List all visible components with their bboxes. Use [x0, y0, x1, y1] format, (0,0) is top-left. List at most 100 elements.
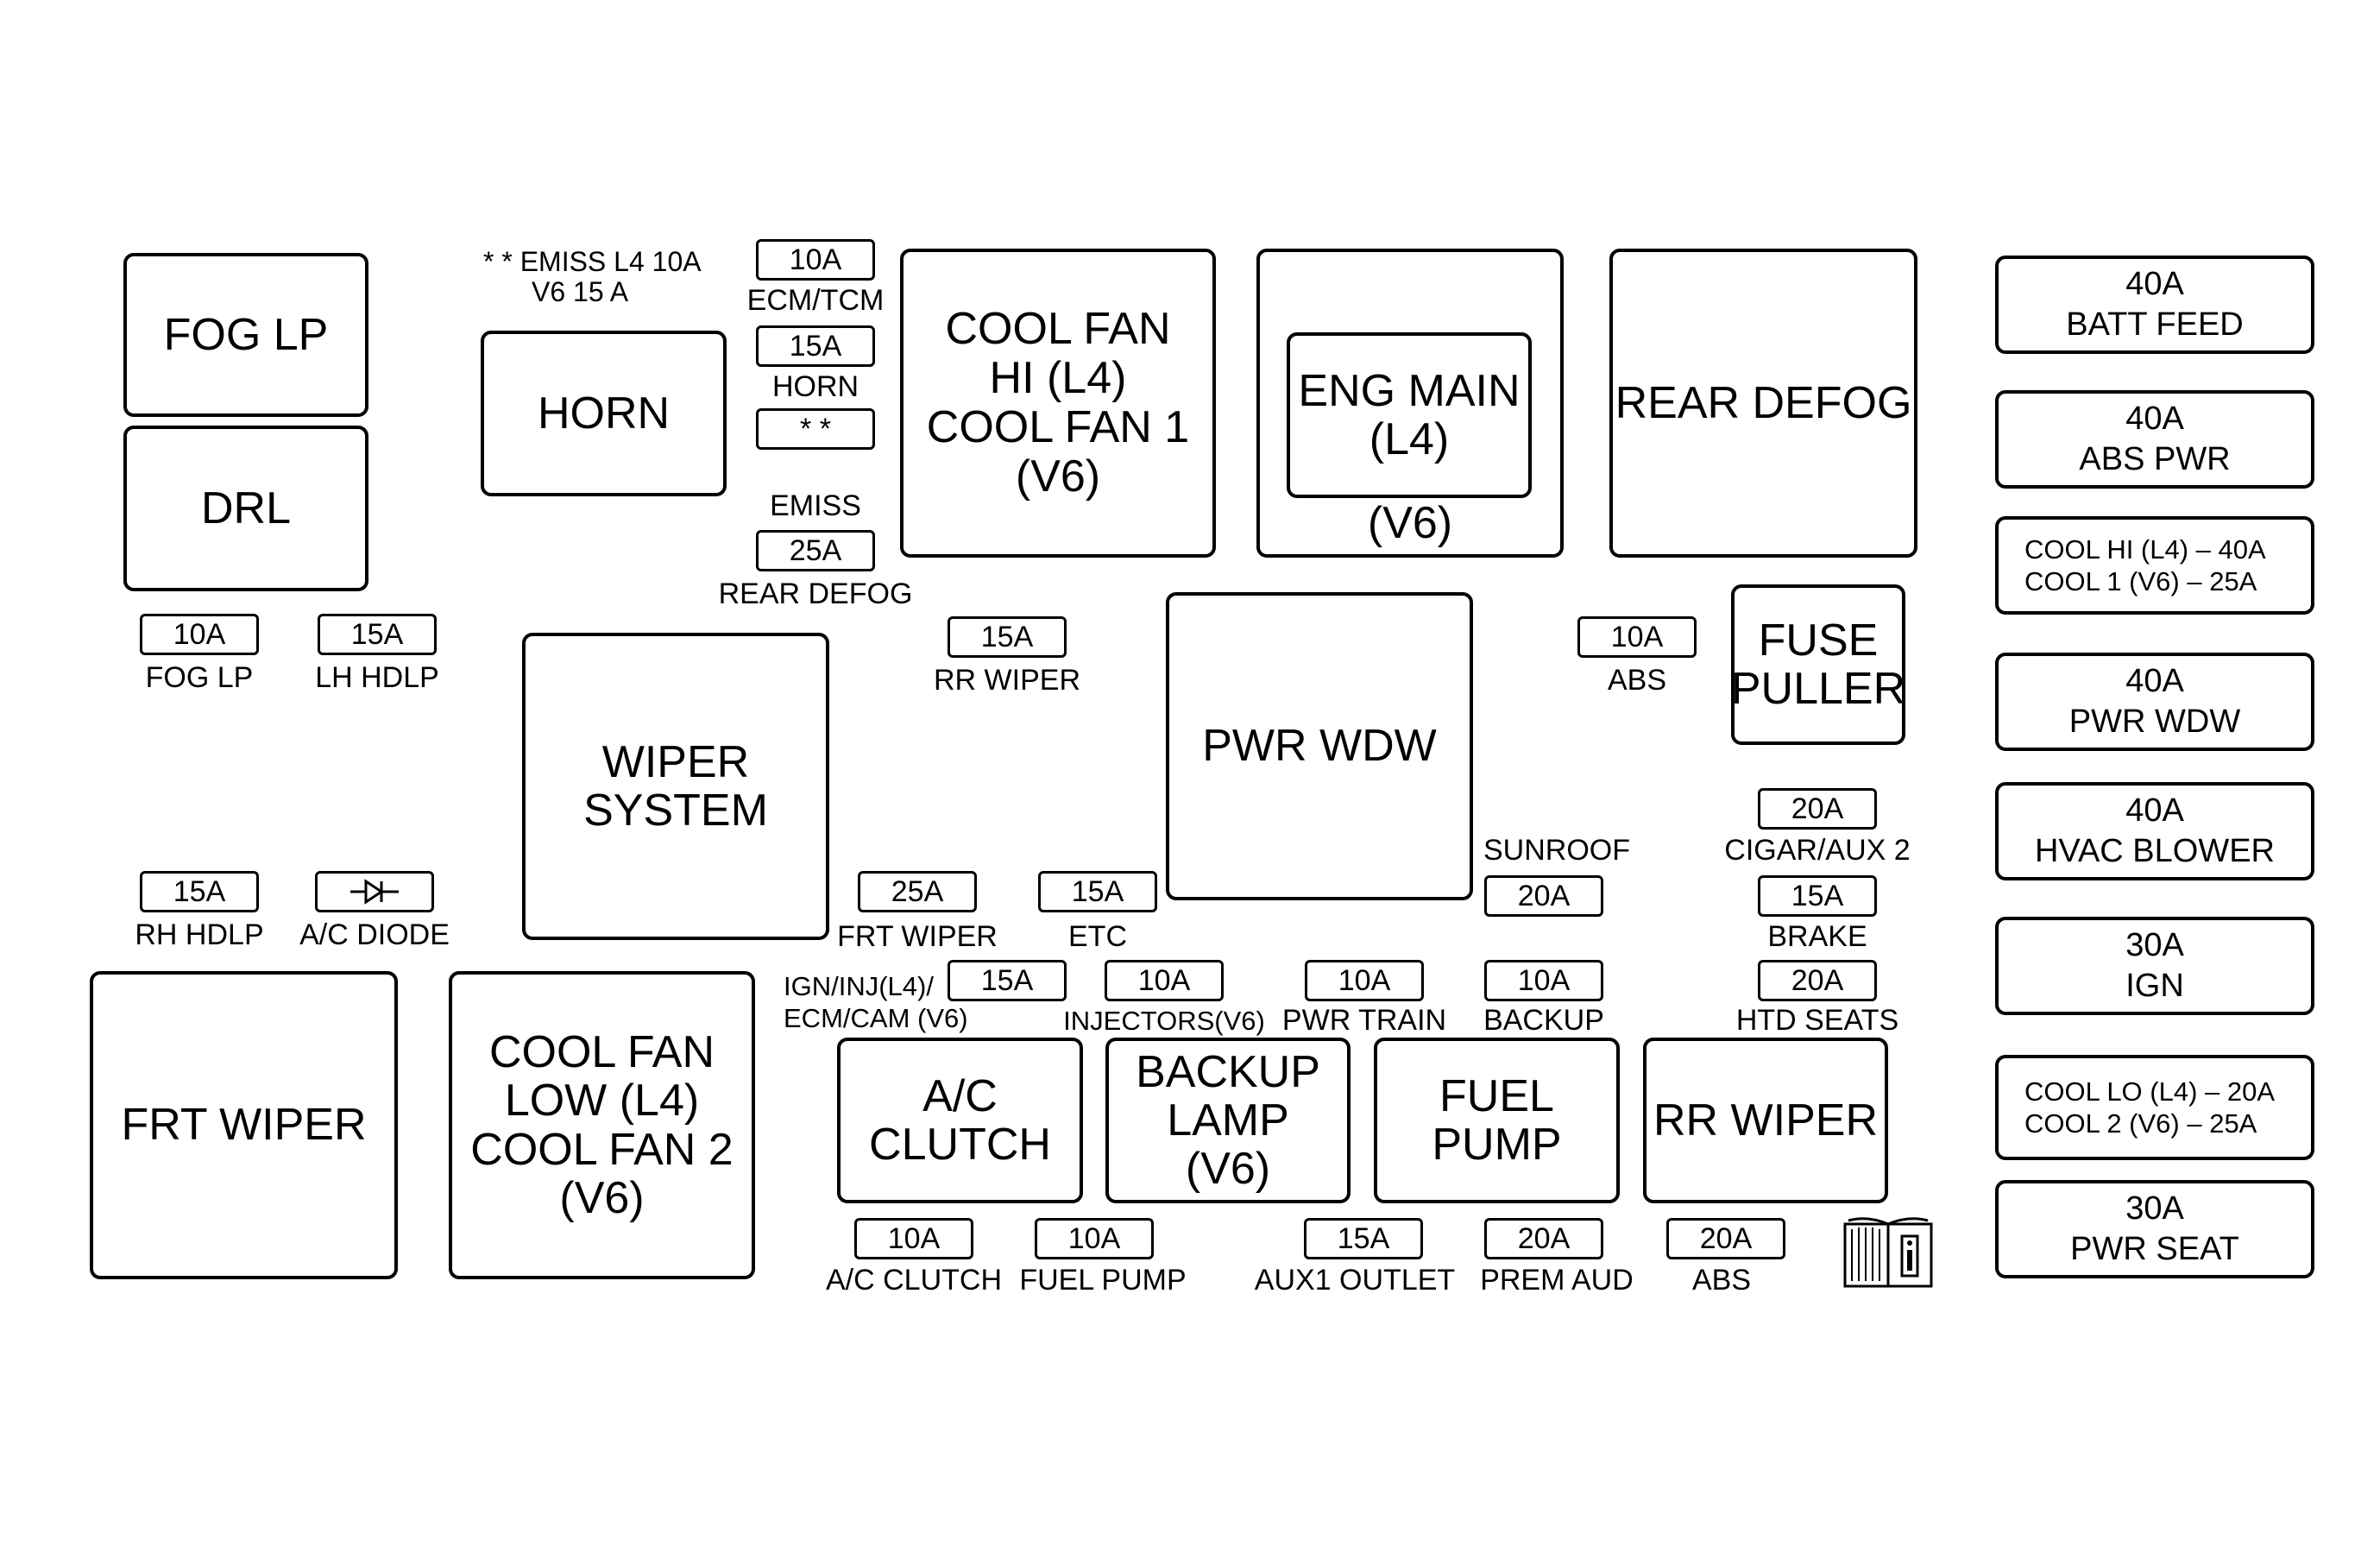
maxi-label: PWR WDW [2068, 704, 2241, 740]
relay-cool-fan-hi: COOL FAN HI (L4) COOL FAN 1 (V6) [900, 249, 1216, 558]
fuse-rh-hdlp: 15A [140, 871, 259, 912]
fuse-rating: 15A [980, 963, 1034, 997]
note-line: V6 15 A [532, 276, 629, 308]
relay-label: LAMP [1167, 1095, 1289, 1145]
maxi-fuse-ign: 30A IGN [1995, 917, 2314, 1015]
relay-rear-defog: REAR DEFOG [1609, 249, 1917, 558]
fuse-rating: 10A [887, 1221, 941, 1255]
relay-label: (V6) [1185, 1144, 1271, 1195]
fuse-label: ECM/TCM [746, 284, 885, 317]
fuse-rating: 20A [1517, 1221, 1571, 1255]
note-line: * * EMISS L4 10A [483, 246, 702, 277]
relay-label: COOL FAN [945, 303, 1171, 354]
fuse-rating: 15A [789, 329, 842, 363]
fuse-ac-clutch: 10A [854, 1218, 973, 1259]
fuse-rating: 25A [789, 533, 842, 567]
relay-label: BACKUP [1136, 1046, 1320, 1097]
relay-label: A/C [922, 1070, 998, 1121]
fuse-rating: 10A [789, 243, 842, 276]
fuse-rating: * * [800, 412, 831, 445]
emiss-note: * * EMISS L4 10A V6 15 A [483, 246, 702, 308]
fuse-rating: 15A [173, 874, 226, 908]
fuse-rating: 10A [1338, 963, 1391, 997]
relay-horn: HORN [481, 331, 727, 496]
label-line: ECM/CAM (V6) [784, 1003, 968, 1034]
relay-label: COOL FAN 2 [470, 1124, 734, 1175]
relay-rr-wiper: RR WIPER [1643, 1038, 1888, 1203]
relay-label: FRT WIPER [121, 1100, 367, 1151]
maxi-label: BATT FEED [2066, 306, 2244, 343]
fuse-label: LH HDLP [315, 661, 439, 694]
relay-pwr-wdw: PWR WDW [1166, 592, 1473, 900]
fuse-label: RH HDLP [135, 918, 264, 951]
fuse-rating: 15A [1337, 1221, 1390, 1255]
fuse-rating: 15A [1791, 879, 1844, 912]
relay-label: PUMP [1432, 1120, 1562, 1170]
maxi-fuse-batt-feed: 40A BATT FEED [1995, 256, 2314, 354]
relay-label: SYSTEM [583, 786, 768, 836]
fuse-label: PREM AUD [1480, 1264, 1634, 1297]
fuse-label: REAR DEFOG [718, 577, 913, 610]
fuse-label: CIGAR/AUX 2 [1724, 834, 1911, 867]
fuse-label: ABS [1607, 664, 1667, 697]
fuse-lh-hdlp: 15A [318, 614, 437, 655]
fuse-pwr-train: 10A [1305, 960, 1424, 1001]
maxi-fuse-cool-lo: COOL LO (L4) – 20A COOL 2 (V6) – 25A [1995, 1055, 2314, 1160]
fuse-htd-seats: 20A [1758, 960, 1877, 1001]
fuse-rating: 20A [1517, 879, 1571, 912]
relay-label: (V6) [1015, 451, 1101, 502]
diode-icon [350, 879, 399, 905]
fuse-etc: 15A [1038, 871, 1157, 912]
fuse-label: HORN [771, 370, 859, 403]
relay-label: HORN [537, 388, 671, 439]
relay-frt-wiper: FRT WIPER [90, 971, 398, 1279]
relay-label: FOG LP [163, 309, 329, 360]
fuse-label: RR WIPER [934, 664, 1080, 697]
fuse-label: HTD SEATS [1735, 1004, 1899, 1037]
relay-eng-main: ENG MAIN (L4) [1287, 332, 1532, 498]
maxi-label: COOL 1 (V6) – 25A [2024, 566, 2257, 596]
fuse-label: FRT WIPER [837, 920, 998, 953]
fuse-puller: FUSE PULLER [1731, 584, 1905, 745]
owner-manual-icon [1843, 1217, 1933, 1288]
maxi-label: COOL HI (L4) – 40A [2024, 533, 2266, 565]
fuse-label: ETC [1068, 920, 1127, 953]
relay-label: LOW (L4) [504, 1076, 700, 1126]
fuse-rating: 25A [891, 874, 944, 908]
fuse-ecm-tcm: 10A [756, 239, 875, 281]
fuse-label: SUNROOF [1483, 834, 1630, 867]
relay-label: PULLER [1730, 664, 1906, 714]
fuse-label: FUEL PUMP [1019, 1264, 1187, 1297]
relay-fog-lp: FOG LP [123, 253, 368, 417]
fuse-label: BRAKE [1767, 920, 1867, 953]
fuse-rating: 10A [1517, 963, 1571, 997]
maxi-fuse-abs-pwr: 40A ABS PWR [1995, 390, 2314, 489]
fuse-label: A/C CLUTCH [825, 1264, 1003, 1297]
fuse-rating: 15A [350, 617, 404, 651]
fuse-abs: 10A [1577, 616, 1697, 658]
relay-label: ENG MAIN [1298, 365, 1521, 416]
fuse-ign-inj: 15A [948, 960, 1067, 1001]
fuse-rating: 15A [1071, 874, 1124, 908]
relay-wiper-system: WIPER SYSTEM [522, 633, 829, 940]
fuse-label: ABS [1691, 1264, 1752, 1297]
ac-diode [315, 871, 434, 912]
fuse-rating: 10A [173, 617, 226, 651]
fuse-fuel-pump: 10A [1035, 1218, 1154, 1259]
relay-label: DRL [200, 483, 292, 533]
relay-label: CLUTCH [869, 1120, 1051, 1170]
maxi-fuse-pwr-wdw: 40A PWR WDW [1995, 653, 2314, 751]
relay-label: FUSE [1758, 615, 1879, 666]
fuse-label: A/C DIODE [299, 918, 450, 951]
relay-label: COOL FAN 1 [926, 402, 1190, 452]
fuse-label: PWR TRAIN [1281, 1004, 1447, 1037]
maxi-rating: 40A [2125, 792, 2184, 829]
fuse-rating: 20A [1791, 963, 1844, 997]
fuse-rr-wiper: 15A [948, 616, 1067, 658]
fuse-label: IGN/INJ(L4)/ ECM/CAM (V6) [784, 970, 968, 1034]
maxi-rating: 40A [2125, 265, 2184, 302]
fuse-label: BACKUP [1483, 1004, 1604, 1037]
label-line: IGN/INJ(L4)/ [784, 971, 934, 1001]
fuse-rating: 10A [1610, 620, 1664, 653]
fuse-fog-lp: 10A [140, 614, 259, 655]
